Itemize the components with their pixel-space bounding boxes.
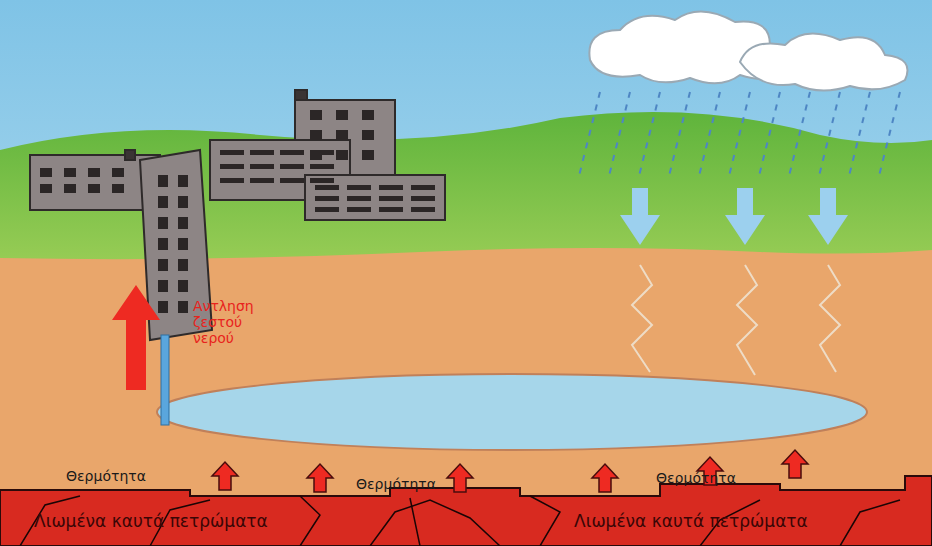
window [40, 184, 52, 193]
rain-streak [728, 92, 750, 180]
window [178, 301, 188, 313]
rock-label: Λιωμένα καυτά πετρώματα [574, 512, 808, 532]
rain-streak [668, 92, 690, 180]
heat-label: Θερμότητα [356, 476, 436, 492]
heat-arrows [212, 450, 808, 492]
window [178, 238, 188, 250]
window [220, 150, 244, 155]
window [336, 150, 348, 160]
window [379, 207, 403, 212]
rain-streak [848, 92, 870, 180]
window [336, 110, 348, 120]
window [158, 259, 168, 271]
window [158, 238, 168, 250]
window [310, 110, 322, 120]
pump-label: Αντληση ζεστού νερού [193, 298, 259, 346]
ground [0, 248, 932, 546]
rain-cloud [589, 11, 907, 90]
window [158, 301, 168, 313]
pump-arrow [112, 285, 160, 390]
window [250, 164, 274, 169]
rain [578, 92, 900, 180]
window [379, 185, 403, 190]
window [178, 259, 188, 271]
window [362, 130, 374, 140]
heat-arrow [212, 462, 238, 490]
window [178, 217, 188, 229]
window [280, 164, 304, 169]
window [250, 178, 274, 183]
window [158, 217, 168, 229]
window [112, 184, 124, 193]
rain-streak [638, 92, 660, 180]
rock-cracks [20, 496, 900, 546]
window [310, 150, 334, 155]
window [40, 168, 52, 177]
pump-pipe [161, 335, 169, 425]
window [362, 110, 374, 120]
window [347, 185, 371, 190]
window [310, 164, 334, 169]
rain-streak [608, 92, 630, 180]
window [178, 175, 188, 187]
window [280, 150, 304, 155]
window [88, 184, 100, 193]
window [411, 185, 435, 190]
rock-label: Λιωμένα καυτά πετρώματα [34, 512, 268, 532]
window [158, 175, 168, 187]
window [347, 196, 371, 201]
window [362, 150, 374, 160]
window [315, 185, 339, 190]
window [310, 178, 334, 183]
rain-streak [878, 92, 900, 180]
window [411, 207, 435, 212]
window [336, 130, 348, 140]
window [411, 196, 435, 201]
rain-streak [578, 92, 600, 180]
window [88, 168, 100, 177]
window [379, 196, 403, 201]
window [158, 280, 168, 292]
window [178, 280, 188, 292]
window [112, 168, 124, 177]
rain-streak [818, 92, 840, 180]
window [64, 168, 76, 177]
window [315, 207, 339, 212]
heat-arrow [447, 464, 473, 492]
window [250, 150, 274, 155]
infiltration-arrows [620, 188, 848, 245]
window [280, 178, 304, 183]
window [64, 184, 76, 193]
heat-label: Θερμότητα [66, 468, 146, 484]
window [315, 196, 339, 201]
window [220, 164, 244, 169]
rain-streak [788, 92, 810, 180]
hot-water-reservoir [157, 374, 867, 450]
heat-arrow [592, 464, 618, 492]
window [220, 178, 244, 183]
heat-label: Θερμότητα [656, 470, 736, 486]
heat-arrow [307, 464, 333, 492]
window [178, 196, 188, 208]
rain-streak [698, 92, 720, 180]
window [310, 130, 322, 140]
heat-arrow [782, 450, 808, 478]
infiltration-zigzags [632, 265, 840, 375]
window [347, 207, 371, 212]
window [158, 196, 168, 208]
rain-streak [758, 92, 780, 180]
building-windows [40, 110, 435, 313]
